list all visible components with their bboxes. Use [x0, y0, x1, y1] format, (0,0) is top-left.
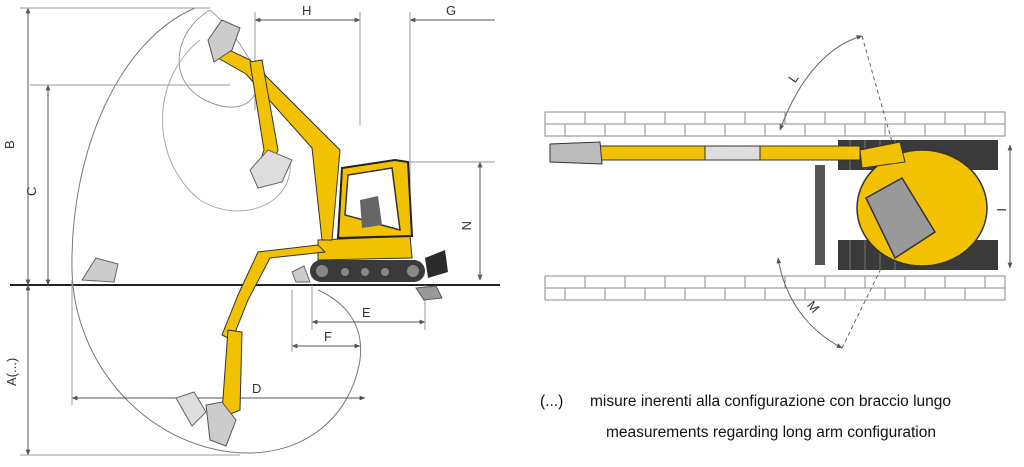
dim-label-E: E	[362, 305, 371, 320]
dim-label-D: D	[252, 381, 261, 396]
swing-arc-M	[776, 257, 843, 349]
boom-top	[859, 141, 906, 169]
dim-label-C: C	[24, 187, 39, 196]
note-paren: (...)	[540, 393, 564, 410]
arm-digging	[221, 329, 243, 416]
top-view: L M I	[544, 35, 1013, 349]
dim-label-H: H	[302, 3, 311, 18]
dim-label-F: F	[324, 329, 332, 344]
side-view: B C A(...) D E F H G N	[2, 3, 500, 456]
bucket-top-view	[549, 141, 603, 165]
dim-label-A: A(...)	[4, 358, 19, 386]
dozer-blade-top	[815, 165, 825, 265]
note-italian: (...) misure inerenti alla configurazione…	[540, 393, 951, 411]
dim-label-L: L	[785, 71, 801, 86]
swing-arc-L	[779, 35, 863, 131]
dim-label-N: N	[459, 221, 474, 230]
dim-label-B: B	[2, 140, 17, 149]
working-envelope-curve	[71, 7, 362, 454]
bucket-ground	[81, 257, 119, 283]
dim-label-I: I	[994, 208, 1009, 212]
cab-top	[865, 176, 937, 260]
boom-digging	[221, 244, 327, 341]
bucket-top	[207, 19, 241, 63]
dozer-blade	[425, 250, 448, 278]
wall-bottom	[544, 275, 1006, 301]
note-english: measurements regarding long arm configur…	[606, 424, 936, 441]
bucket-dig	[205, 401, 237, 447]
wall-top	[544, 111, 1006, 137]
note-italian-text: misure inerenti alla configurazione con …	[590, 393, 952, 410]
bucket-dig-2	[175, 391, 207, 427]
inner-swing-curve	[162, 39, 291, 212]
dim-label-G: G	[446, 3, 456, 18]
excavator-side	[81, 19, 448, 447]
bucket-upper-mid	[249, 149, 293, 189]
